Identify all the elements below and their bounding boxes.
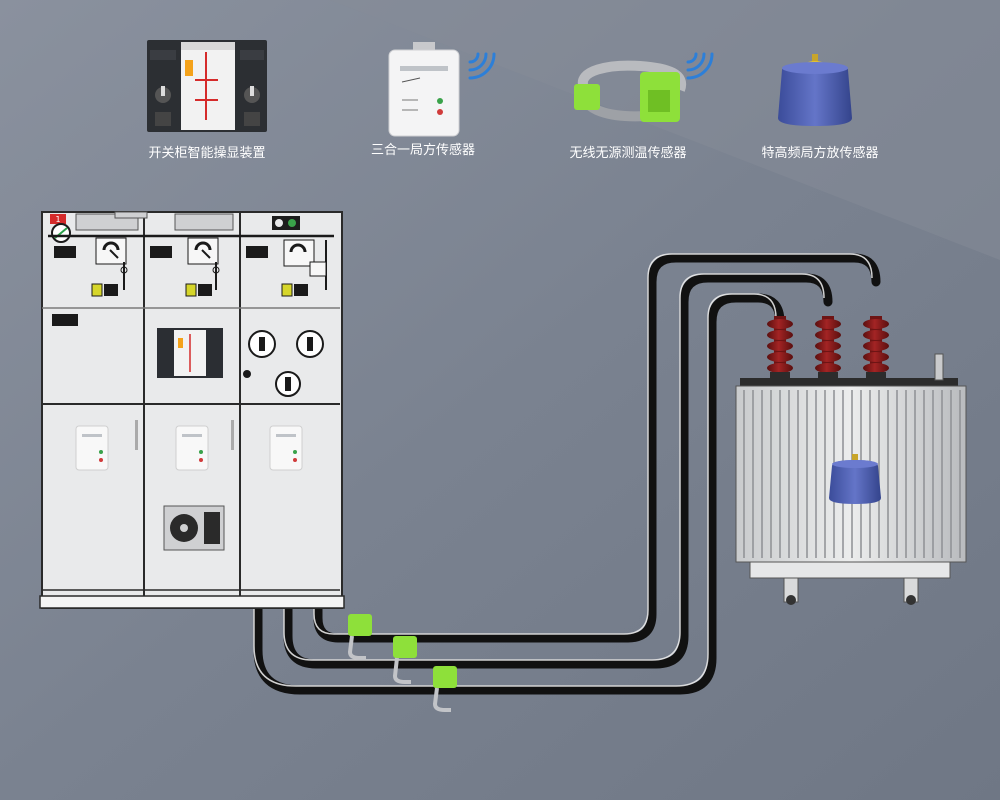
cable-temp-sensor-1 — [347, 614, 372, 660]
switchgear-display-icon — [147, 40, 267, 132]
wifi-icon — [468, 52, 496, 80]
transformer-bushings — [767, 316, 889, 380]
legend-label-three-in-one-pd: 三合一局方传感器 — [371, 142, 475, 158]
legend-label-switchgear-display: 开关柜智能操显装置 — [148, 145, 265, 161]
three-in-one-pd-sensor-icon — [388, 42, 460, 137]
switchgear-cabinet: 1 — [39, 211, 345, 609]
cable-highlight-group — [253, 253, 873, 687]
legend-label-uhf-pd: 特高频局方放传感器 — [761, 145, 878, 161]
cable-phase-c — [313, 253, 881, 643]
legend-label-wireless-temp: 无线无源测温传感器 — [569, 145, 686, 161]
bushing-2 — [815, 316, 841, 380]
uhf-pd-sensor-icon — [778, 54, 852, 126]
bushing-3 — [863, 316, 889, 380]
cable-phase-b — [283, 273, 833, 669]
wireless-temp-sensor-icon — [574, 60, 687, 122]
cable-temp-sensor-3 — [432, 666, 457, 712]
cable-group — [253, 253, 881, 695]
cabinet-badge: 1 — [55, 215, 60, 224]
bushing-1 — [767, 316, 793, 380]
wifi-icon — [686, 52, 714, 80]
transformer-uhf-sensor — [829, 454, 881, 504]
cable-temp-sensor-2 — [392, 636, 417, 684]
cable-phase-a — [253, 293, 785, 695]
